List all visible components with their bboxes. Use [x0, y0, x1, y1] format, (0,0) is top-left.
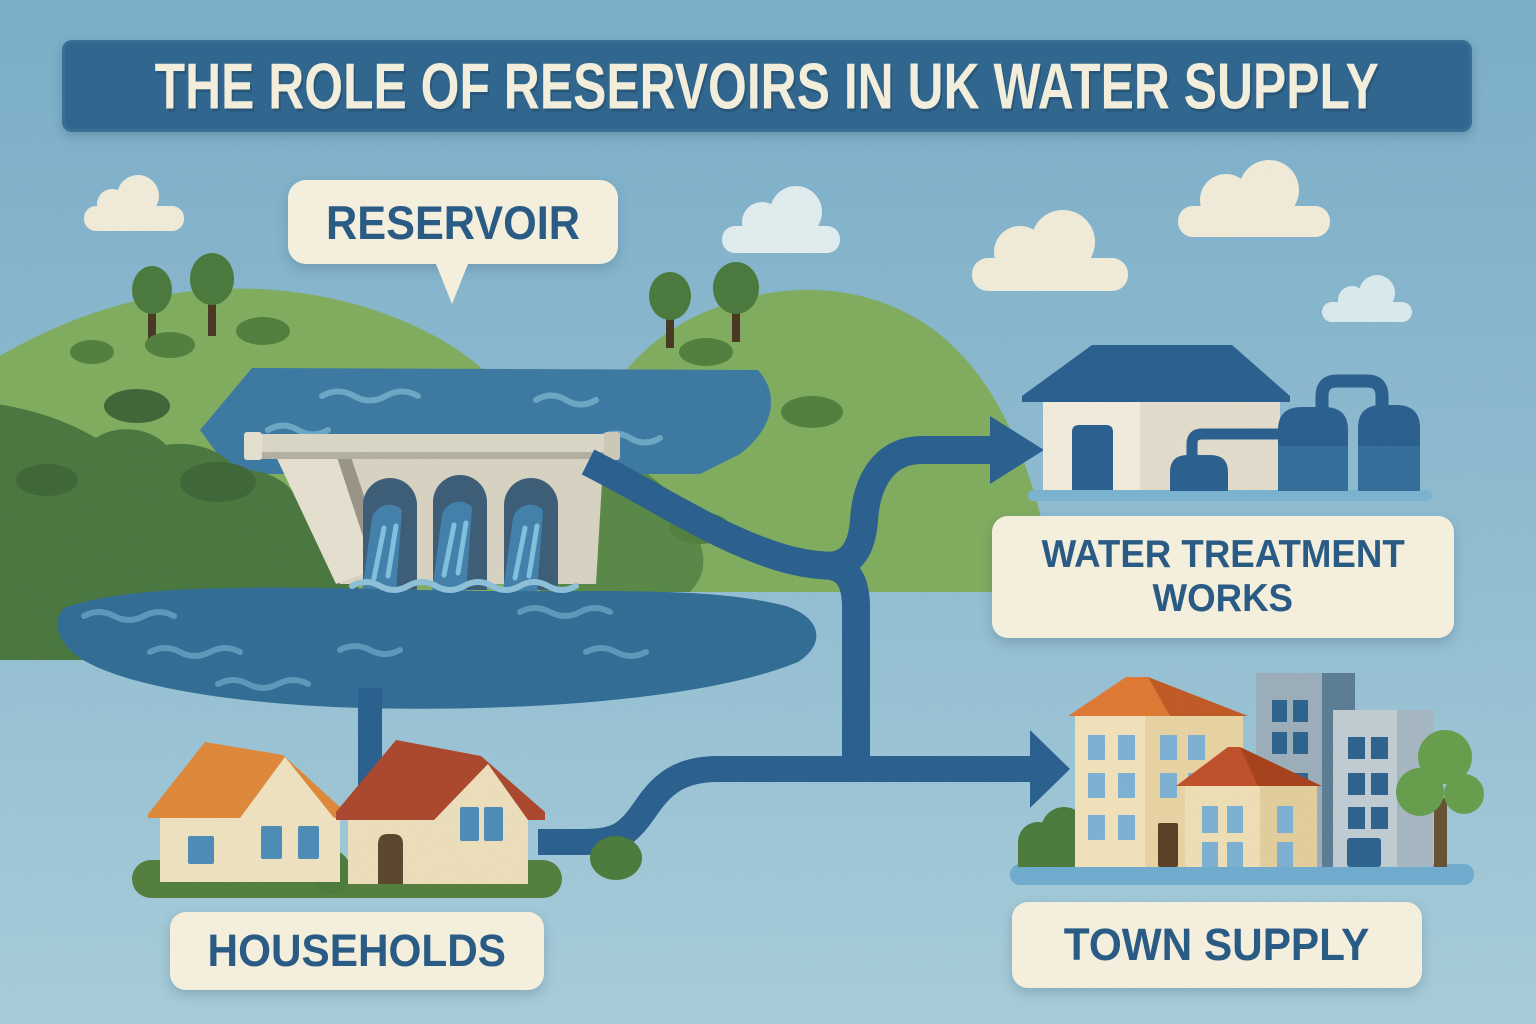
reservoir-label-text: RESERVOIR — [326, 195, 580, 249]
treatment-label-line1: WATER TREATMENT — [1041, 533, 1405, 577]
town-label: TOWN SUPPLY — [1012, 902, 1422, 988]
town-label-text: TOWN SUPPLY — [1064, 918, 1370, 970]
treatment-label-line2: WORKS — [1152, 577, 1294, 620]
page-title: THE ROLE OF RESERVOIRS IN UK WATER SUPPL… — [154, 49, 1380, 123]
treatment-label: WATER TREATMENT WORKS — [992, 516, 1454, 638]
households-label: HOUSEHOLDS — [170, 912, 544, 990]
reservoir-label: RESERVOIR — [288, 180, 618, 304]
households-label-text: HOUSEHOLDS — [207, 924, 507, 976]
title-banner: THE ROLE OF RESERVOIRS IN UK WATER SUPPL… — [62, 40, 1472, 132]
